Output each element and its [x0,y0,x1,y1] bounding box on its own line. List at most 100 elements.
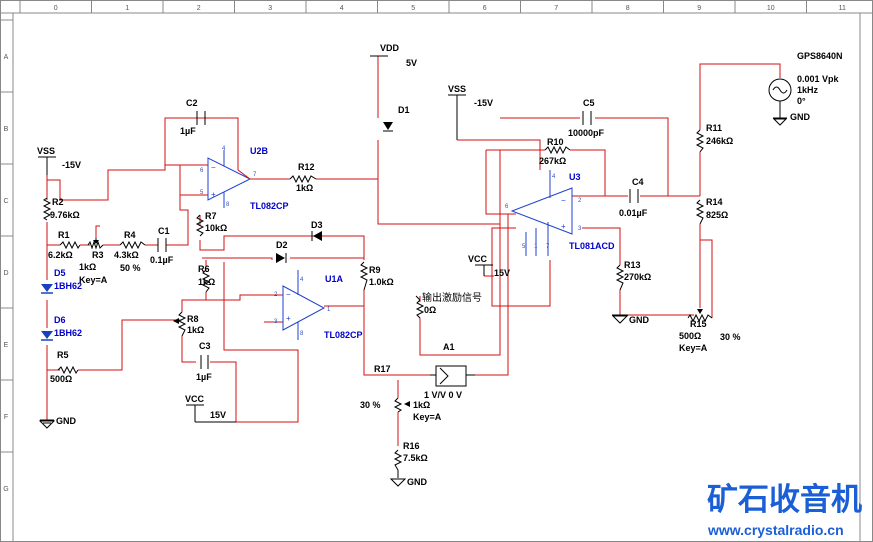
diode-d6: D6 1BH62 [41,315,82,341]
column-label: 2 [197,5,201,12]
svg-text:1kΩ: 1kΩ [296,183,313,193]
svg-text:C3: C3 [199,341,211,351]
svg-text:Key=A: Key=A [679,343,708,353]
potentiometer-30pct: 30 % 1kΩ Key=A [360,397,442,422]
svg-text:0Ω: 0Ω [424,305,436,315]
svg-text:15V: 15V [210,410,226,420]
svg-text:U1A: U1A [325,274,344,284]
svg-text:R5: R5 [57,350,69,360]
column-label: 3 [268,5,272,12]
resistor-r9: R9 1.0kΩ [359,261,394,291]
wires-u2b [237,56,500,225]
svg-text:www.crystalradio.cn: www.crystalradio.cn [707,522,844,538]
svg-text:7: 7 [253,172,257,178]
opamp-u1a: 2 3 4 8 1 − + U1A TL082CP [274,270,363,340]
resistor-r1: R1 6.2kΩ [48,230,81,260]
svg-text:R12: R12 [298,162,315,172]
svg-text:4: 4 [552,174,556,180]
capacitor-c1: C1 0.1µF [150,226,174,265]
opamp-u3: 4 2 3 6 5 1 7 − + U3 TL081ACD [505,170,615,256]
row-label: C [3,198,8,205]
svg-text:1kHz: 1kHz [797,85,819,95]
ground-u3: GND [611,314,650,325]
ground-middle: GND [389,477,428,487]
svg-text:5: 5 [522,244,526,250]
diode-d2: D2 [276,240,288,263]
excite-label: 输出激励信号 [422,291,482,304]
svg-text:GND: GND [629,315,650,325]
svg-text:R17: R17 [374,364,391,374]
svg-text:R14: R14 [706,197,723,207]
svg-text:−: − [211,163,216,172]
svg-text:C4: C4 [632,177,644,187]
wires-right [699,63,781,318]
resistor-r7: R7 10kΩ [195,211,227,237]
svg-text:R6: R6 [198,264,210,274]
capacitor-c4: C4 0.01µF [619,177,648,218]
capacitor-c5: C5 10000pF [568,98,605,138]
svg-text:8: 8 [300,331,304,337]
svg-text:VCC: VCC [468,254,488,264]
svg-text:246kΩ: 246kΩ [706,136,733,146]
svg-text:-15V: -15V [62,160,81,170]
svg-text:D6: D6 [54,315,66,325]
column-label: 4 [340,5,344,12]
svg-text:R16: R16 [403,441,420,451]
svg-text:1kΩ: 1kΩ [413,400,430,410]
svg-text:−: − [561,196,566,205]
ground-left: GND [38,416,77,429]
svg-text:1µF: 1µF [180,126,196,136]
amplifier-a1: A1 1 V/V 0 V [424,342,475,400]
svg-text:7.5kΩ: 7.5kΩ [403,453,428,463]
resistor-r2: R2 9.76kΩ [42,197,80,221]
svg-text:0.001 Vpk: 0.001 Vpk [797,74,840,84]
svg-text:R10: R10 [547,137,564,147]
svg-text:GND: GND [790,112,811,122]
svg-text:5V: 5V [406,58,417,68]
wires-left [46,117,239,420]
vss-left: VSS -15V [37,146,81,175]
svg-text:GPS8640N: GPS8640N [797,51,843,61]
svg-text:1 V/V 0 V: 1 V/V 0 V [424,390,462,400]
svg-text:R7: R7 [205,211,217,221]
svg-text:TL082CP: TL082CP [250,201,289,211]
resistor-r12: R12 1kΩ [289,162,317,193]
svg-text:R2: R2 [52,197,64,207]
column-label: 1 [125,5,129,12]
svg-text:50 %: 50 % [120,263,141,273]
svg-text:TL082CP: TL082CP [324,330,363,340]
watermark: 矿石收音机 www.crystalradio.cn [707,482,862,538]
svg-text:500Ω: 500Ω [50,374,72,384]
svg-text:R13: R13 [624,260,641,270]
svg-text:D3: D3 [311,220,323,230]
svg-text:矿石收音机: 矿石收音机 [707,482,862,518]
svg-text:1: 1 [534,244,538,250]
resistor-r6: R6 1kΩ [198,264,215,293]
svg-text:10000pF: 10000pF [568,128,605,138]
row-label: D [3,270,8,277]
column-label: 5 [411,5,415,12]
svg-text:0.01µF: 0.01µF [619,208,648,218]
svg-text:270kΩ: 270kΩ [624,272,651,282]
svg-text:VSS: VSS [37,146,55,156]
svg-text:3: 3 [274,319,278,325]
diode-d1: D1 [383,105,410,132]
svg-text:6: 6 [200,168,204,174]
column-label: 8 [626,5,630,12]
resistor-r11: R11 246kΩ [695,123,733,153]
column-label: 0 [54,5,58,12]
svg-text:−: − [286,290,291,299]
row-label: E [4,342,9,349]
resistor-r4: R4 4.3kΩ 50 % [114,230,146,273]
row-label: F [4,414,8,421]
svg-text:500Ω: 500Ω [679,331,701,341]
potentiometer-r8: R8 1kΩ [173,311,204,337]
svg-text:15V: 15V [494,268,510,278]
svg-text:6: 6 [505,204,509,210]
svg-text:VCC: VCC [185,394,205,404]
potentiometer-r15: R15 500Ω Key=A 30 % [679,309,741,353]
resistor-r14: R14 825Ω [695,197,728,225]
wires-u1a [181,215,398,423]
